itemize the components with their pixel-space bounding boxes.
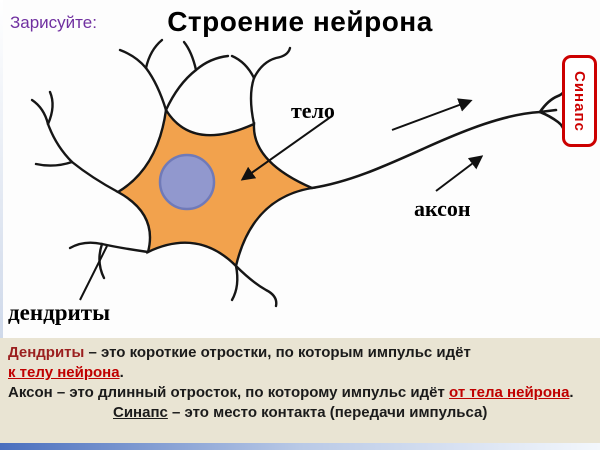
synapse-text: – это место контакта (передачи импульса) <box>167 404 488 421</box>
impulse-direction-arrow <box>391 98 473 131</box>
dendrites-link: к телу нейрона <box>8 364 120 381</box>
soma-shape <box>115 106 317 269</box>
synapse-callout: Синапс <box>562 55 597 147</box>
axon-line <box>310 82 568 190</box>
left-border-strip <box>0 0 3 338</box>
sketch-prompt: Зарисуйте: <box>10 13 97 32</box>
dendrites-label: дендриты <box>8 300 111 325</box>
period: . <box>119 364 124 381</box>
synapse-definition: Синапс – это место контакта (передачи им… <box>8 403 592 423</box>
synapse-label: Синапс <box>571 70 588 132</box>
dendrites-text: – это короткие отростки, по которым импу… <box>84 344 471 361</box>
period: . <box>569 384 574 401</box>
pointer-arrows <box>79 98 484 301</box>
axon-definition: Аксон – это длинный отросток, по котором… <box>8 383 592 403</box>
nucleus <box>158 153 216 211</box>
body-label: тело <box>291 98 335 123</box>
description-panel: Дендриты – это короткие отростки, по кот… <box>0 338 600 443</box>
axon-term: Аксон <box>8 384 53 401</box>
axon-label: аксон <box>414 196 471 221</box>
dendrites-definition: Дендриты – это короткие отростки, по кот… <box>8 343 592 383</box>
axon-text: – это длинный отросток, по которому импу… <box>52 384 450 401</box>
dendrite-branches <box>30 38 292 308</box>
axon-pointer-arrow <box>435 155 484 192</box>
axon-link: от тела нейрона <box>449 384 570 401</box>
body-pointer-arrow <box>240 115 333 181</box>
bottom-gradient-bar <box>0 443 600 450</box>
dendrites-term: Дендриты <box>8 344 85 361</box>
page-title: Строение нейрона <box>167 6 433 37</box>
dendrites-pointer-line <box>79 245 108 301</box>
synapse-term: Синапс <box>113 404 168 421</box>
